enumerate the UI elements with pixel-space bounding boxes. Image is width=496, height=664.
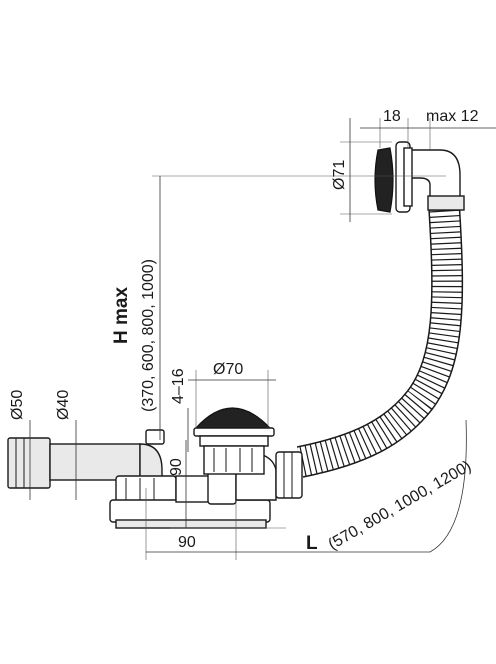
corrugated-hose-icon <box>296 203 464 478</box>
trap-height-label: 90 <box>168 458 185 476</box>
drain-plug-icon <box>193 407 275 475</box>
outlet-d50-label: Ø50 <box>9 390 26 420</box>
trap-width-label: 90 <box>178 534 196 551</box>
height-values-label: (370, 600, 800, 1000) <box>140 259 157 412</box>
overflow-cover-icon <box>374 141 465 213</box>
overflow-diameter-label: Ø71 <box>331 160 348 190</box>
drain-adjust-label: 4–16 <box>170 368 187 404</box>
drain-diameter-label: Ø70 <box>213 361 243 378</box>
overflow-max-label: max 12 <box>426 108 479 125</box>
outlet-d40-label: Ø40 <box>55 390 72 420</box>
length-symbol-label: L <box>306 533 318 554</box>
length-values-label: (570, 800, 1000, 1200) <box>326 458 475 554</box>
height-symbol-label: H max <box>111 287 132 344</box>
outlet-pipe-icon <box>7 429 165 489</box>
overflow-width-label: 18 <box>383 108 401 125</box>
dimension-lines <box>29 118 496 560</box>
